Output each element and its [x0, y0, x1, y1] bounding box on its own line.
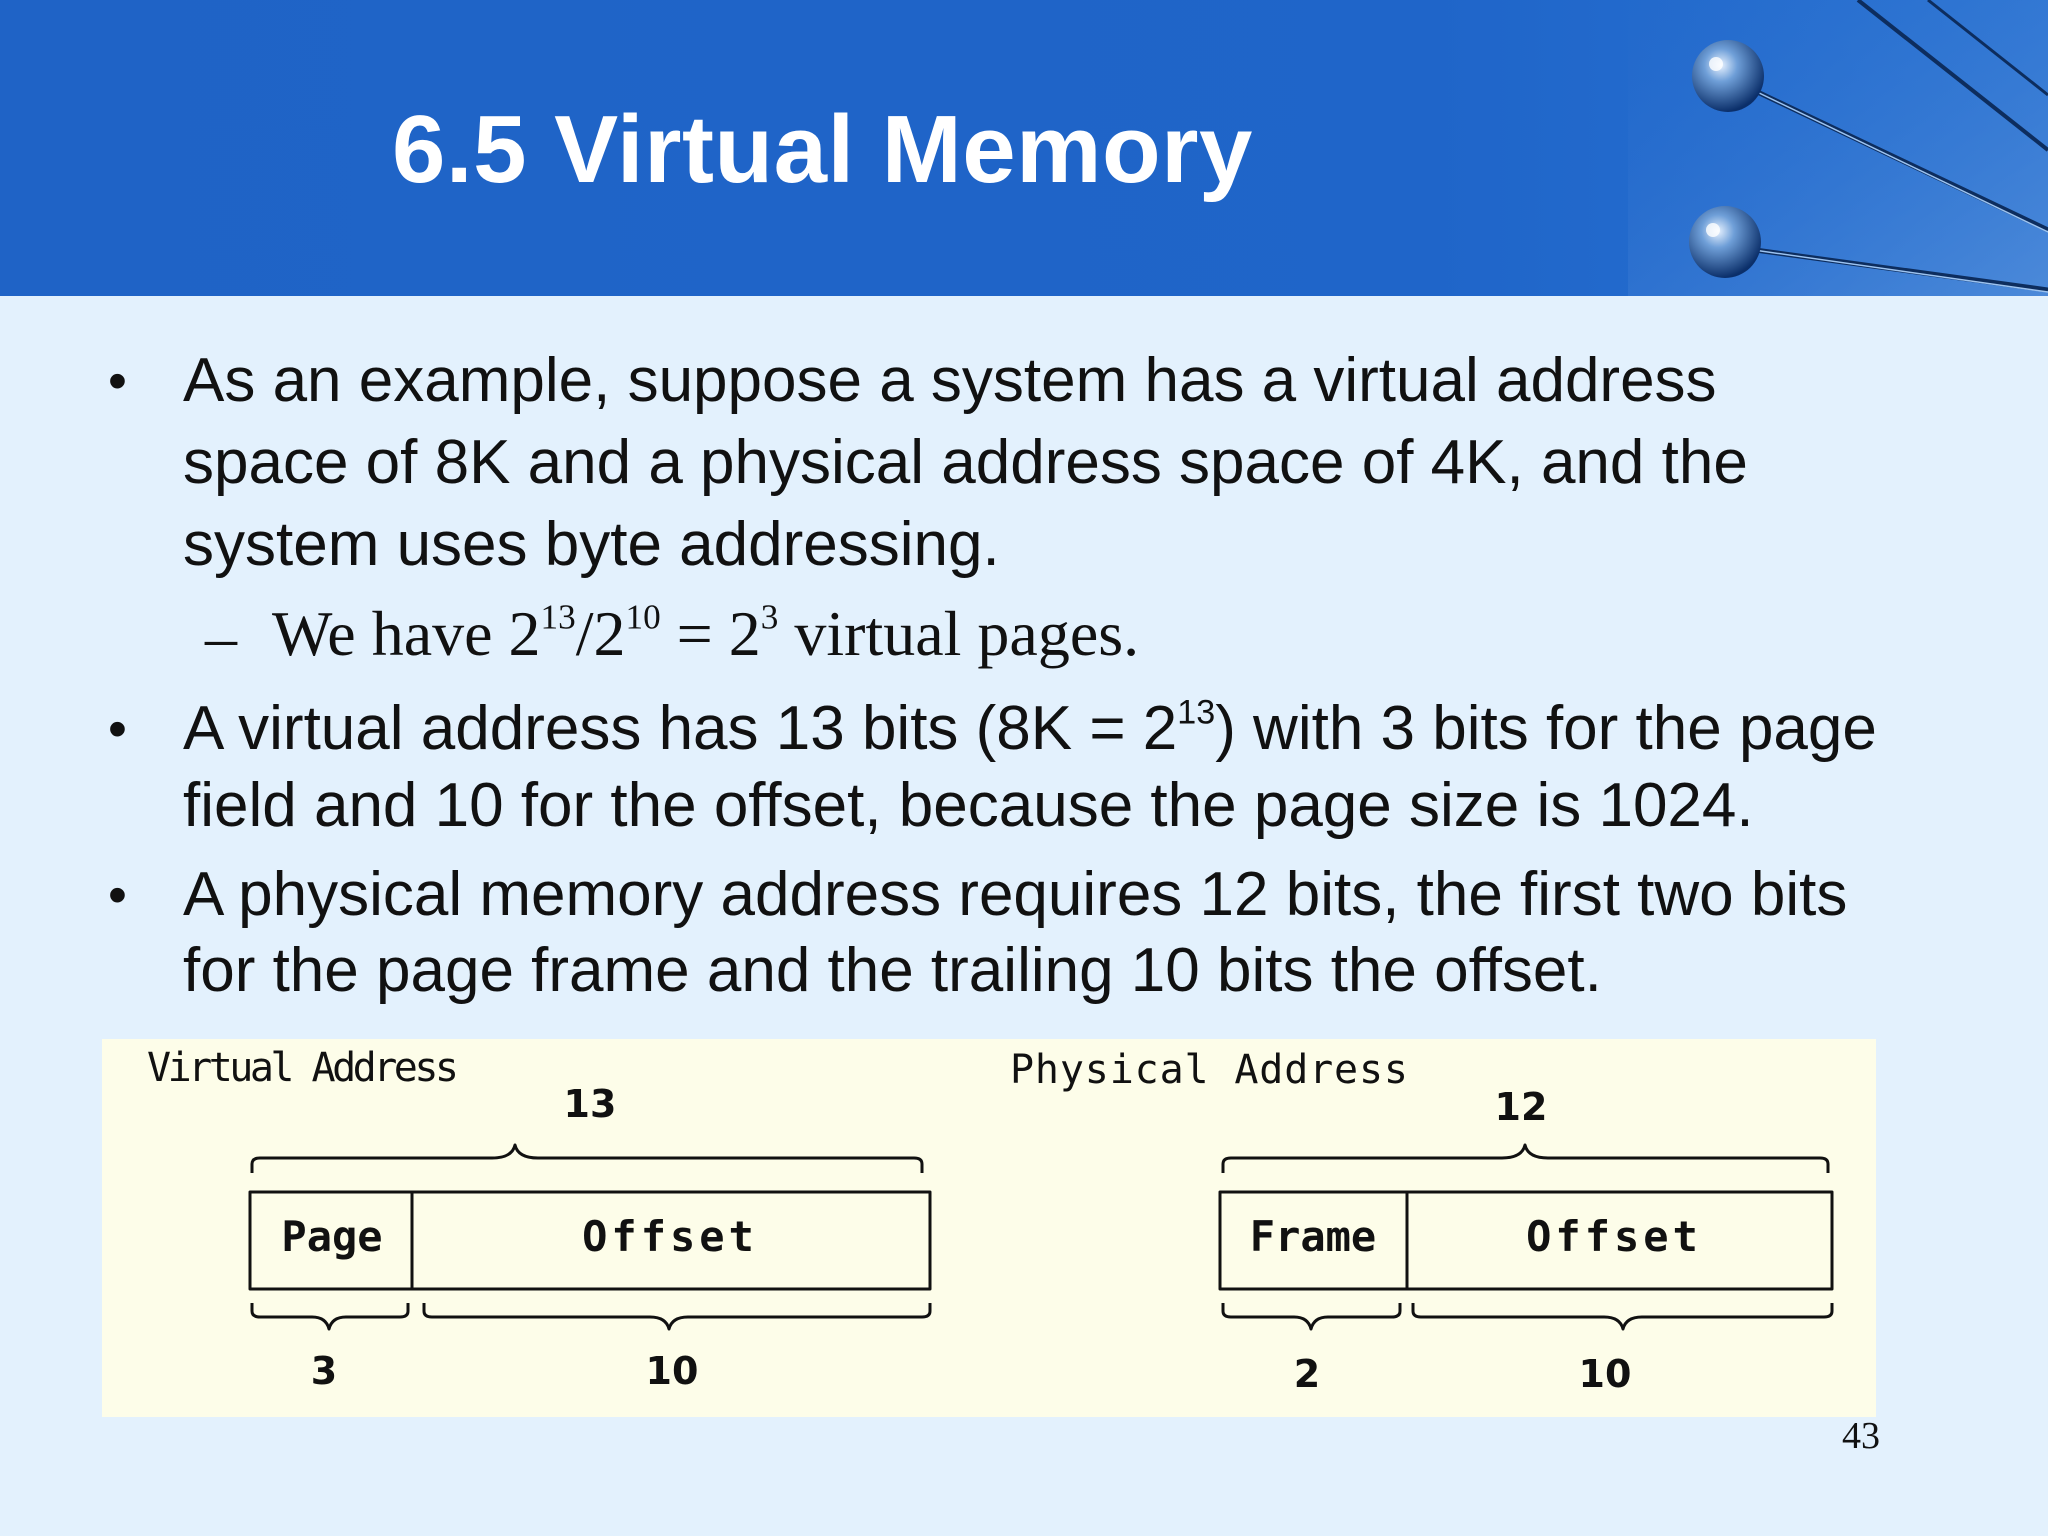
exponent-13: 13	[540, 597, 576, 637]
bullet-list: • As an example, suppose a system has a …	[108, 346, 1877, 1005]
virtual-offset-bits: 10	[646, 1349, 699, 1393]
physical-address-title: Physical Address	[1010, 1047, 1408, 1093]
bullet-2-text-post: ) with 3 bits for the page	[1215, 694, 1877, 763]
slide-title: 6.5 Virtual Memory	[392, 96, 1253, 203]
sub-text-post: virtual pages.	[778, 598, 1140, 669]
decorative-pins-image	[1628, 0, 2048, 296]
bullet-3-line-2: for the page frame and the trailing 10 b…	[183, 936, 1602, 1005]
physical-address-box	[1218, 1190, 1834, 1291]
bullet-marker: •	[108, 699, 127, 759]
virtual-total-brace	[250, 1143, 924, 1173]
sub-text-mid2: = 2	[660, 598, 761, 669]
virtual-total-bits: 13	[564, 1082, 617, 1126]
slide-number: 43	[1842, 1415, 1880, 1457]
physical-offset-bits: 10	[1579, 1352, 1632, 1396]
virtual-page-brace	[250, 1303, 410, 1331]
virtual-offset-brace	[422, 1303, 932, 1331]
exponent-3: 3	[760, 597, 779, 637]
exponent-10: 10	[625, 597, 661, 637]
sub-bullet-virtual-pages: We have 213/210 = 23 virtual pages.	[272, 597, 1139, 671]
physical-frame-field-label: Frame	[1250, 1212, 1376, 1261]
virtual-address-box	[248, 1190, 932, 1291]
bullet-marker: •	[108, 351, 127, 411]
physical-offset-field-label: Offset	[1526, 1212, 1702, 1261]
slide-header: 6.5 Virtual Memory	[0, 0, 2048, 296]
address-format-diagram: Virtual Address 13 Page Offset 3 10 Phys…	[102, 1039, 1876, 1417]
virtual-offset-field-label: Offset	[582, 1212, 758, 1261]
virtual-address-title: Virtual Address	[147, 1045, 459, 1091]
bullet-1-line-1: As an example, suppose a system has a vi…	[183, 346, 1717, 415]
bullet-marker: •	[108, 865, 127, 925]
virtual-page-bits: 3	[311, 1349, 337, 1393]
sub-text-mid1: /2	[575, 598, 626, 669]
physical-total-bits: 12	[1495, 1085, 1548, 1129]
sub-text-pre: We have 2	[272, 598, 541, 669]
physical-total-brace	[1221, 1143, 1830, 1173]
bullet-1-line-3: system uses byte addressing.	[183, 510, 1000, 579]
physical-offset-brace	[1411, 1303, 1834, 1331]
physical-frame-bits: 2	[1294, 1352, 1320, 1396]
bullet-1-line-2: space of 8K and a physical address space…	[183, 428, 1748, 497]
address-diagram-svg: Virtual Address 13 Page Offset 3 10 Phys…	[147, 1045, 1834, 1396]
sub-bullet-dash: –	[205, 601, 237, 672]
physical-frame-brace	[1221, 1303, 1402, 1331]
virtual-page-field-label: Page	[281, 1212, 382, 1261]
bullet-2-text-pre: A virtual address has 13 bits (8K = 2	[183, 694, 1178, 763]
bullet-2-line-2: field and 10 for the offset, because the…	[183, 771, 1754, 840]
bullet-3-line-1: A physical memory address requires 12 bi…	[183, 860, 1848, 929]
bullet-2-line-1: A virtual address has 13 bits (8K = 213)…	[183, 693, 1877, 764]
exponent-13: 13	[1177, 693, 1216, 732]
